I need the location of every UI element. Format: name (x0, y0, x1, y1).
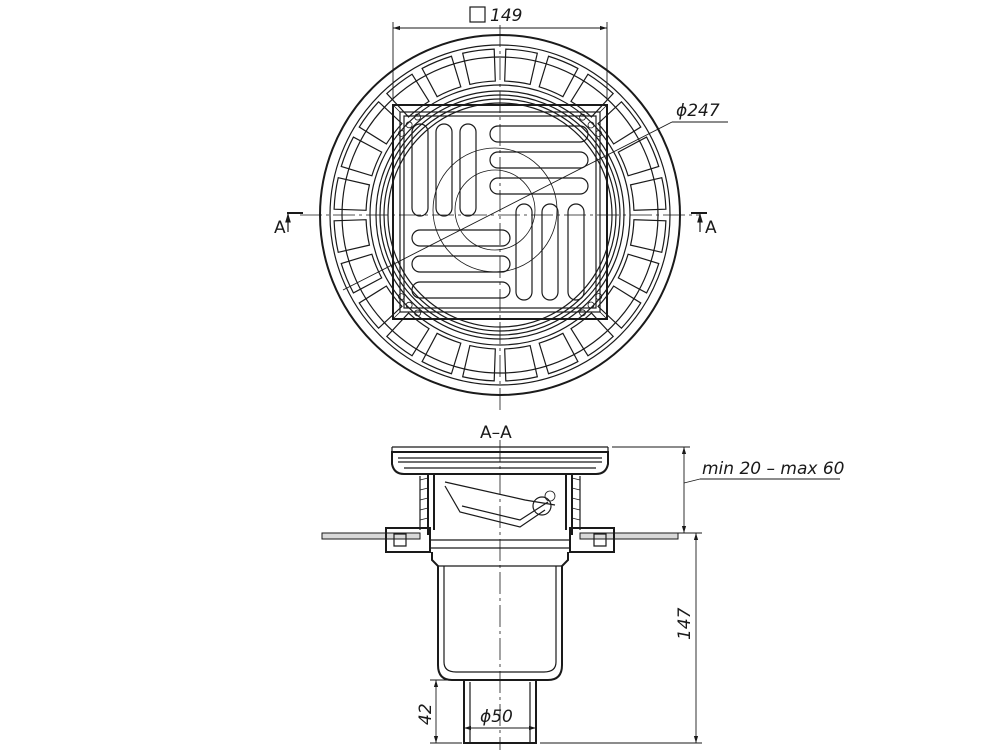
grate-slot (411, 229, 511, 247)
grate-slot (435, 123, 453, 217)
grate-slot (459, 123, 477, 217)
bolt-hole (414, 113, 422, 121)
section-view: A–A (321, 423, 844, 750)
grate-slot (411, 123, 429, 217)
grate-frame-section (391, 451, 609, 475)
diameter-label: ϕ247 (676, 101, 720, 121)
rib-cell (421, 332, 462, 375)
flange-bolt-holes (398, 113, 603, 317)
bolt-hole (414, 309, 422, 317)
grate-slot (411, 281, 511, 299)
square-symbol-icon (469, 6, 486, 23)
bolt-hole (405, 121, 413, 129)
plan-view: ϕ247 149 A A (274, 6, 728, 410)
section-mark-right: A (705, 218, 717, 238)
rib-cell (597, 285, 642, 330)
rib-cell (629, 219, 667, 254)
rib-cell (340, 253, 383, 294)
grate-slot (515, 203, 533, 301)
rib-cell (504, 48, 539, 86)
adjustable-body-right (565, 474, 573, 535)
grate-slot (567, 203, 585, 301)
outlet-diameter-label: ϕ50 (480, 707, 513, 727)
grate-slot (411, 255, 511, 273)
rib-cell (504, 344, 539, 382)
grate-slot (489, 125, 589, 143)
rib-cell (461, 48, 496, 86)
grate-slots (411, 123, 589, 301)
clamp-ring-right (569, 527, 615, 553)
adjustable-body-left (427, 474, 435, 535)
rib-cell (358, 100, 403, 145)
flange-ribs (333, 48, 667, 382)
clamp-ring-left (385, 527, 431, 553)
lower-body (431, 552, 569, 681)
section-mark-left: A (274, 218, 286, 238)
rib-cell (629, 176, 667, 211)
rib-cell (340, 136, 383, 177)
spigot-length-label: 42 (416, 703, 436, 725)
grate-slot (541, 203, 559, 301)
rib-cell (617, 253, 660, 294)
rib-cell (385, 312, 430, 357)
outlet-spigot (463, 680, 537, 744)
rib-cell (570, 312, 615, 357)
rib-cell (538, 55, 579, 98)
rib-cell (570, 73, 615, 118)
bolt-hole (579, 113, 586, 121)
height-dim-label: 147 (675, 607, 695, 640)
rib-cell (617, 136, 660, 177)
rib-cell (333, 219, 371, 254)
diameter-leader (342, 121, 673, 291)
square-dim-label: 149 (490, 6, 522, 26)
rib-cell (538, 332, 579, 375)
grate-slot (489, 151, 589, 169)
siphon-inner-circle (454, 169, 536, 251)
rib-cell (421, 55, 462, 98)
grate-slot (489, 177, 589, 195)
section-title: A–A (480, 423, 512, 443)
rib-cell (461, 344, 496, 382)
bolt-hole (579, 309, 586, 317)
flap-hinge-ball (532, 496, 552, 516)
bolt-hole (587, 121, 595, 129)
rib-cell (333, 176, 371, 211)
adjust-range-label: min 20 – max 60 (702, 459, 844, 479)
